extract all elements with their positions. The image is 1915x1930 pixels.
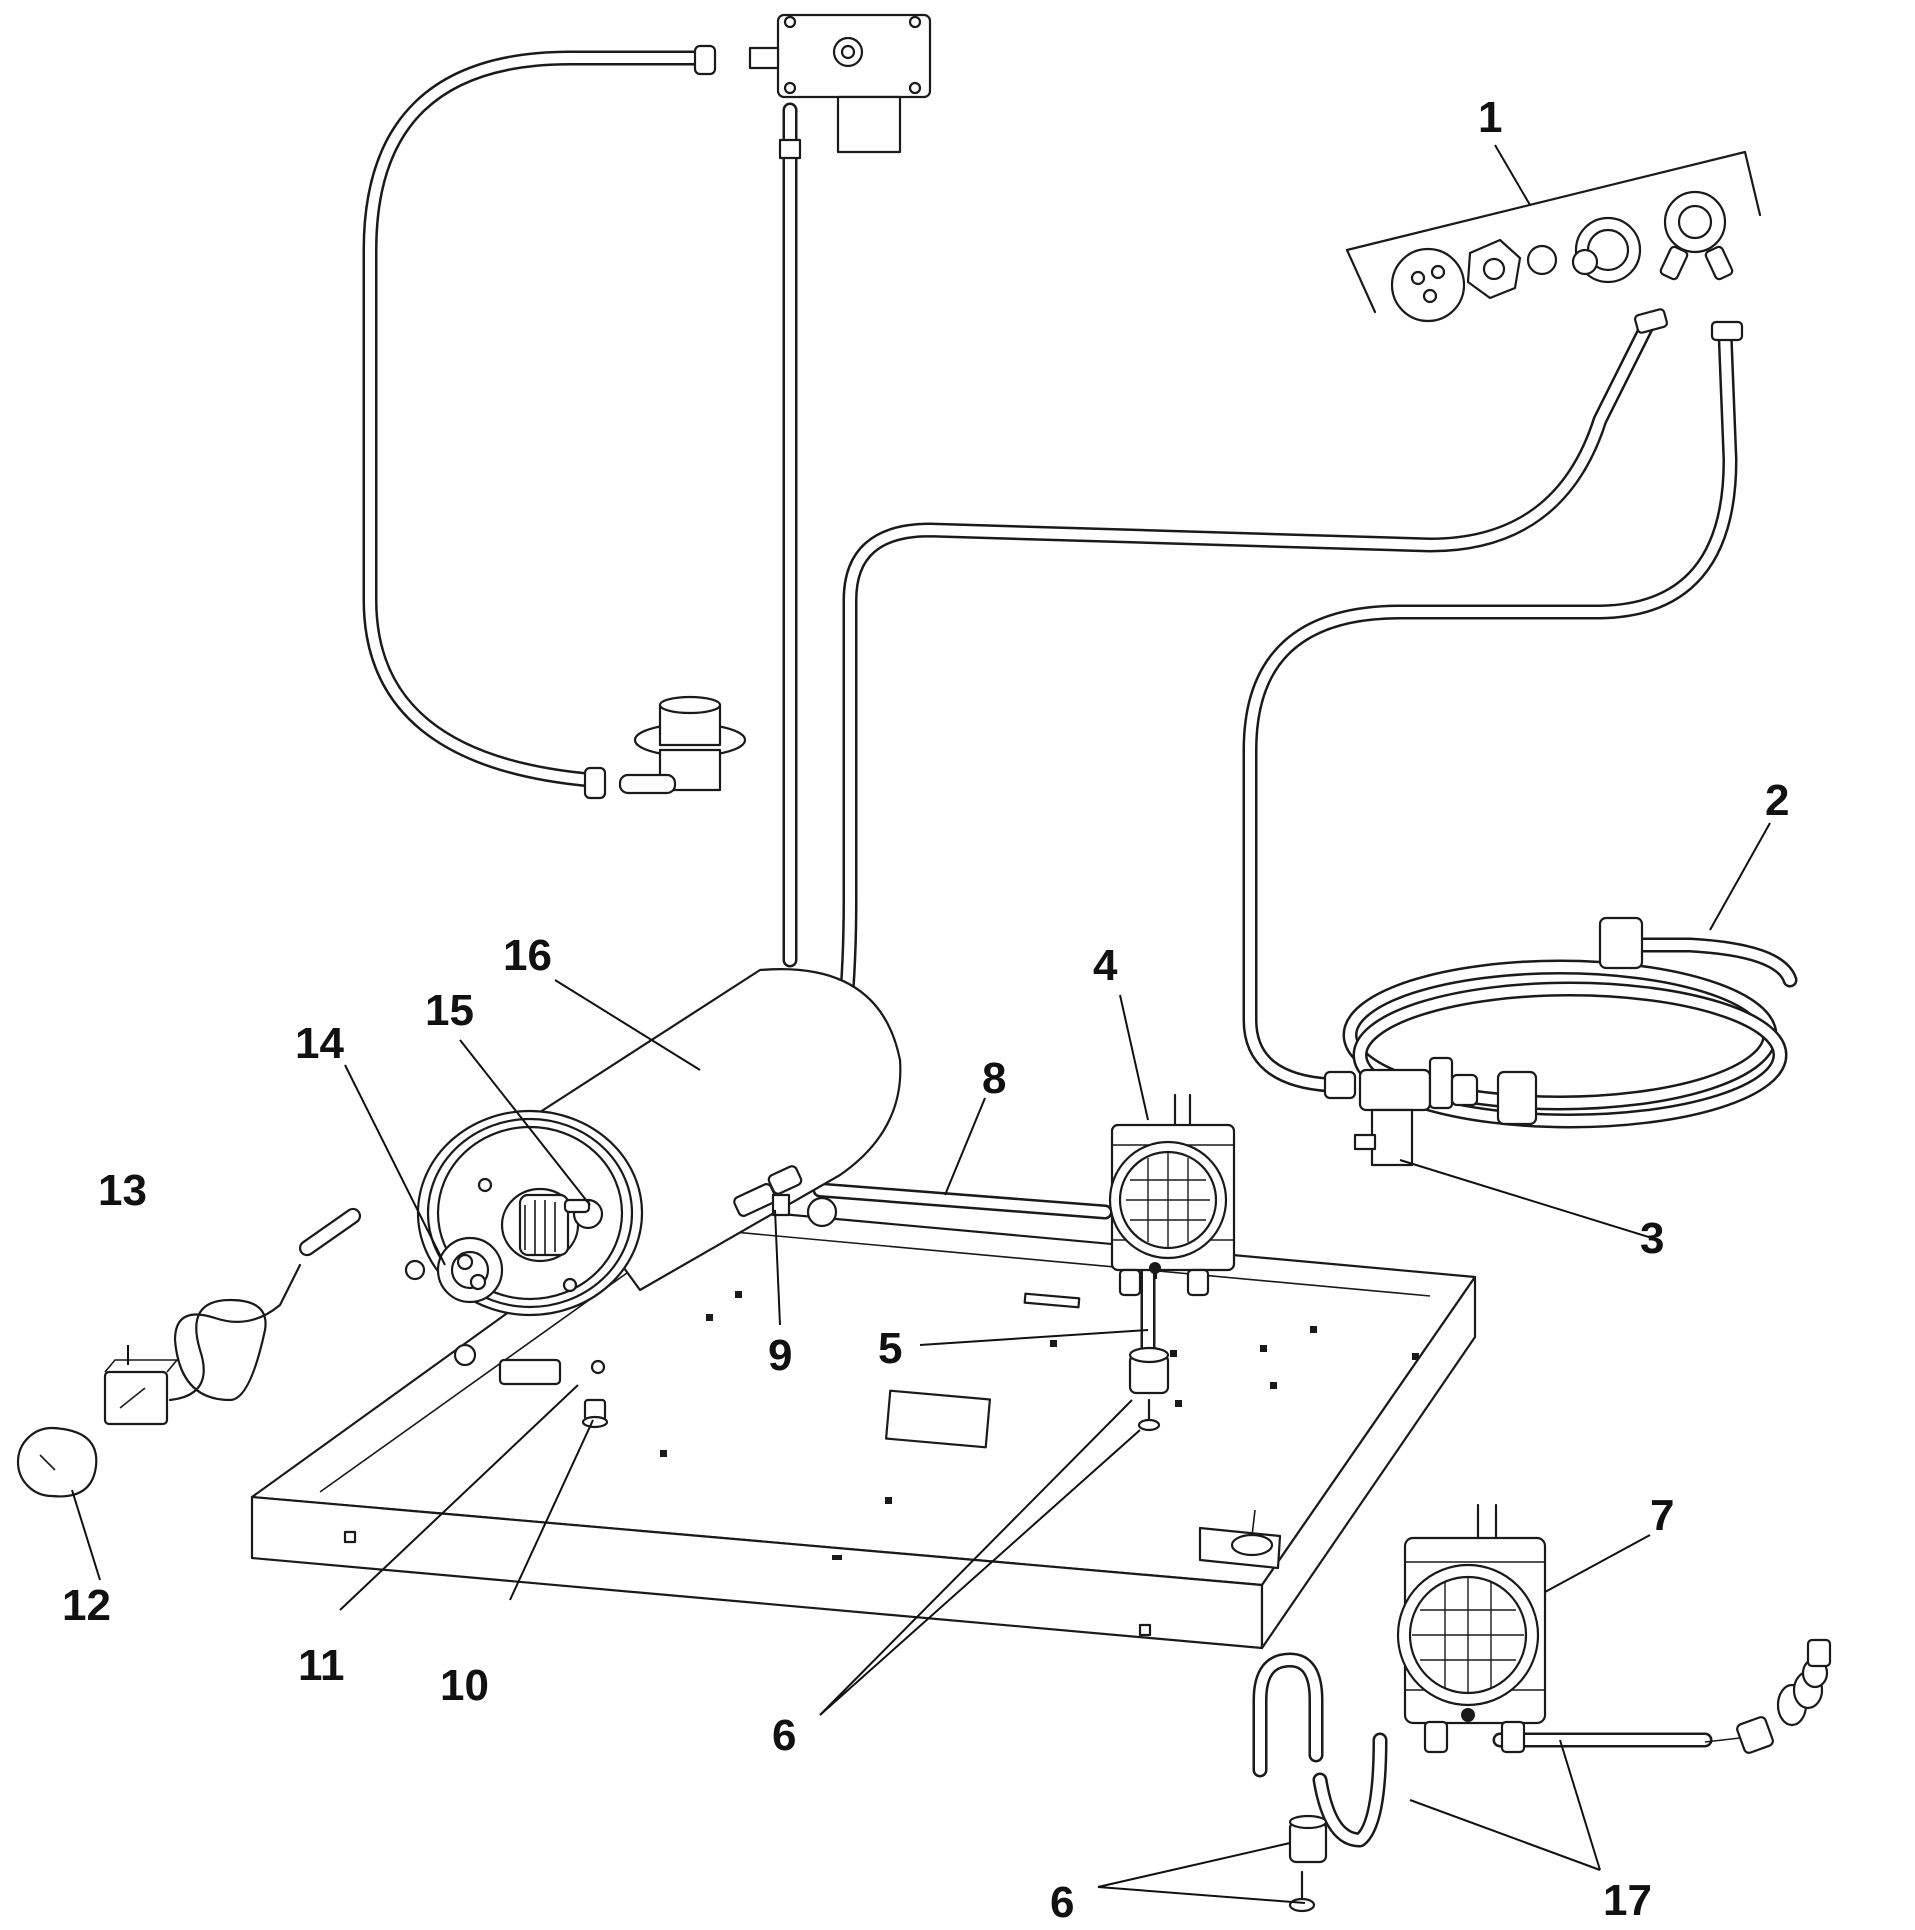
callout-15: 15 [425,986,474,1035]
callout-3: 3 [1640,1214,1664,1263]
callout-2: 2 [1765,776,1789,825]
small-parts [16,1207,1328,1913]
leader-lines [71,144,1771,1904]
callout-14: 14 [295,1019,344,1068]
callout-8: 8 [982,1054,1006,1103]
pump-4 [1108,1093,1236,1297]
callout-4: 4 [1093,941,1118,990]
connector-kit [1345,150,1762,342]
callout-6b: 6 [1050,1878,1074,1927]
callout-10: 10 [440,1661,489,1710]
callout-9: 9 [768,1331,792,1380]
callout-5: 5 [878,1324,902,1373]
callout-12: 12 [62,1581,111,1630]
pump-7 [1396,1503,1832,1754]
inlet-valve [1323,1056,1479,1167]
base-plate [250,1201,1477,1650]
water-tank [404,968,902,1386]
callout-7: 7 [1650,1491,1674,1540]
callout-labels: 1 2 3 4 5 6 6 7 8 9 10 11 12 13 14 15 16… [62,93,1789,1927]
callout-6a: 6 [772,1711,796,1760]
callout-1: 1 [1478,93,1502,142]
callout-16: 16 [503,931,552,980]
callout-13: 13 [98,1166,147,1215]
callout-11: 11 [298,1641,345,1690]
hose-assembly [1496,916,1644,1126]
drain-fitting [583,695,747,800]
top-bracket [693,13,932,160]
callout-17: 17 [1603,1876,1652,1925]
